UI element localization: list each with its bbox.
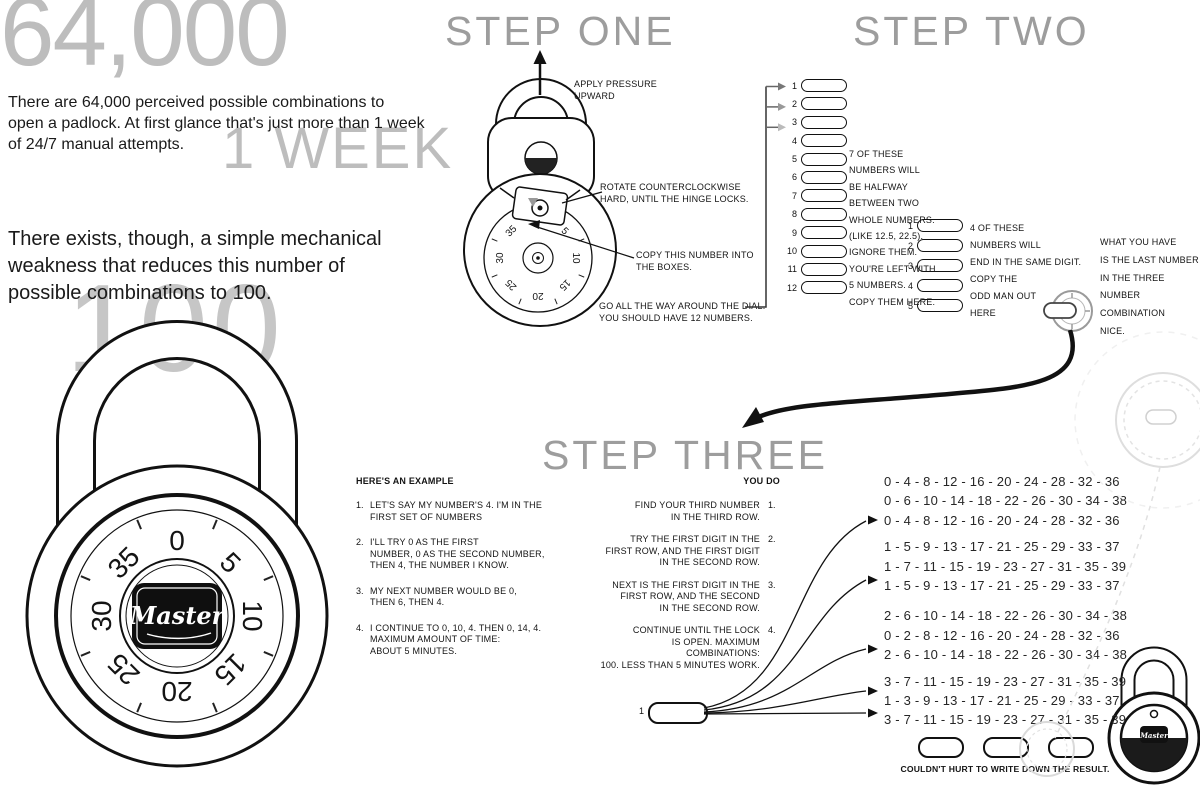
write-in-box — [801, 244, 847, 258]
svg-text:10: 10 — [237, 600, 268, 631]
headline-1-week: 1 WEEK — [222, 116, 454, 181]
you-do-item: FIND YOUR THIRD NUMBER IN THE THIRD ROW.… — [598, 500, 780, 523]
annotation-copy-number: COPY THIS NUMBER INTO THE BOXES. — [636, 250, 754, 272]
example-item: 3. MY NEXT NUMBER WOULD BE 0, THEN 6, TH… — [356, 585, 517, 608]
write-in-box — [801, 115, 847, 129]
number-box-row: 3 — [899, 259, 963, 272]
you-do-item: NEXT IS THE FIRST DIGIT IN THE FIRST ROW… — [612, 579, 776, 613]
sequence-group: 2 - 6 - 10 - 14 - 18 - 22 - 26 - 30 - 34… — [884, 608, 1128, 663]
number-box-row: 4 — [783, 134, 847, 148]
dial-ticks — [80, 519, 274, 713]
svg-text:20: 20 — [161, 676, 192, 707]
number-box-row: 2 — [783, 97, 847, 111]
result-box-3 — [1048, 737, 1094, 758]
example-column: HERE'S AN EXAMPLE 1. LET'S SAY MY NUMBER… — [356, 476, 598, 671]
example-item-text: LET'S SAY MY NUMBER'S 4. I'M IN THE FIRS… — [370, 500, 543, 522]
svg-text:20: 20 — [532, 290, 544, 301]
sequence-group: 1 - 5 - 9 - 13 - 17 - 21 - 25 - 29 - 33 … — [884, 539, 1127, 594]
result-box-2 — [983, 737, 1029, 758]
big-padlock-illustration: 0 5 10 15 20 25 30 35 Master — [25, 320, 329, 768]
number-box-row: 5 — [783, 152, 847, 166]
write-in-box — [801, 134, 847, 148]
annotation-apply-pressure: APPLY PRESSURE UPWARD — [574, 79, 658, 101]
step-two-notes-c: WHAT YOU HAVE IS THE LAST NUMBER IN THE … — [1100, 237, 1199, 336]
write-in-box — [801, 79, 847, 92]
sequence-row: 0 - 6 - 10 - 14 - 18 - 22 - 26 - 30 - 34… — [884, 493, 1128, 509]
svg-text:30: 30 — [86, 600, 117, 631]
annotation-go-around: GO ALL THE WAY AROUND THE DIAL. YOU SHOU… — [599, 301, 766, 323]
number-box-row: 1 — [783, 79, 847, 92]
footer-note: COULDN'T HURT TO WRITE DOWN THE RESULT. — [900, 764, 1110, 774]
box-label: 1 — [791, 80, 797, 91]
example-item-number: 1. — [356, 500, 364, 510]
number-box-row: 1 — [899, 219, 963, 232]
sequence-row: 0 - 4 - 8 - 12 - 16 - 20 - 24 - 28 - 32 … — [884, 512, 1120, 528]
start-number-box — [648, 702, 708, 724]
number-box-row: 9 — [783, 226, 847, 240]
number-box-row: 4 — [899, 279, 963, 292]
write-in-box — [917, 259, 963, 272]
step-one-title: STEP ONE — [445, 8, 676, 54]
number-box-row: 11 — [783, 262, 847, 276]
you-do-item: TRY THE FIRST DIGIT IN THE FIRST ROW, AN… — [605, 534, 776, 567]
annotation-rotate: ROTATE COUNTERCLOCKWISE HARD, UNTIL THE … — [600, 182, 749, 204]
write-in-box — [801, 152, 847, 166]
start-box-label: 1 — [638, 706, 644, 716]
write-in-box — [917, 279, 963, 292]
combination-table: 0 - 4 - 8 - 12 - 16 - 20 - 24 - 28 - 32 … — [884, 472, 1127, 730]
boxes-connector — [745, 82, 786, 308]
svg-text:10: 10 — [570, 252, 581, 264]
example-item: 4. I CONTINUE TO 0, 10, 4. THEN 0, 14, 4… — [356, 622, 542, 656]
number-box-row: 7 — [783, 189, 847, 203]
example-heading: HERE'S AN EXAMPLE — [356, 476, 454, 486]
master-brand-text: Master — [129, 601, 227, 630]
number-box-row: 10 — [783, 244, 847, 258]
hinge-marker-triangle — [528, 198, 538, 207]
step-two-notes-a: 7 OF THESE NUMBERS WILL BE HALFWAY BETWE… — [849, 149, 936, 307]
result-box-1 — [918, 737, 964, 758]
write-in-box — [917, 239, 963, 252]
headline-64000: 64,000 — [0, 0, 290, 86]
you-do-item-text: FIND YOUR THIRD NUMBER IN THE THIRD ROW. — [634, 500, 760, 522]
step-one-hinge-mechanism — [499, 186, 581, 226]
you-do-heading: YOU DO — [743, 476, 780, 486]
twelve-number-boxes: 1 2 3 4 5 6 7 8 9 10 11 12 — [783, 79, 847, 295]
sequence-group: 3 - 7 - 11 - 15 - 19 - 23 - 27 - 31 - 35… — [884, 673, 1127, 728]
write-in-box — [801, 207, 847, 221]
example-item: 2. I'LL TRY 0 AS THE FIRST NUMBER, 0 AS … — [356, 537, 545, 570]
step-two-notes-b: 4 OF THESE NUMBERS WILL END IN THE SAME … — [970, 223, 1082, 318]
write-in-box — [801, 170, 847, 184]
svg-text:0: 0 — [169, 525, 185, 556]
big-curved-arrow — [742, 329, 1075, 428]
number-box-row: 3 — [783, 115, 847, 129]
number-box-row: 6 — [783, 170, 847, 184]
number-box-row: 2 — [899, 239, 963, 252]
write-in-box — [801, 189, 847, 203]
number-box-row: 12 — [783, 281, 847, 295]
svg-text:30: 30 — [495, 252, 506, 264]
step-two-title: STEP TWO — [853, 8, 1090, 54]
number-box-row: 8 — [783, 207, 847, 221]
write-in-box — [917, 299, 963, 312]
intro-paragraph-2: There exists, though, a simple mechanica… — [8, 228, 382, 304]
you-do-item: CONTINUE UNTIL THE LOCK IS OPEN. MAXIMUM… — [600, 625, 776, 670]
sequence-row: 0 - 4 - 8 - 12 - 16 - 20 - 24 - 28 - 32 … — [884, 474, 1120, 489]
big-lock-shackle — [56, 320, 298, 566]
small-master-brand-text: Master — [1139, 731, 1169, 740]
you-do-column: YOU DO FIND YOUR THIRD NUMBER IN THE THI… — [598, 476, 780, 682]
write-in-box — [801, 97, 847, 111]
step-three-title: STEP THREE — [542, 432, 828, 478]
example-item: 1. LET'S SAY MY NUMBER'S 4. I'M IN THE F… — [356, 500, 598, 523]
sequence-group: 0 - 4 - 8 - 12 - 16 - 20 - 24 - 28 - 32 … — [884, 472, 1127, 530]
you-do-item-number: 1. — [768, 500, 776, 510]
intro-paragraph-1: There are 64,000 perceived possible comb… — [8, 94, 425, 153]
five-number-boxes: 1 2 3 4 5 — [899, 219, 963, 312]
number-box-row: 5 — [899, 299, 963, 312]
write-in-box — [917, 219, 963, 232]
write-in-box — [801, 262, 847, 276]
write-in-box — [801, 281, 847, 295]
fan-arrowheads — [868, 515, 878, 718]
master-logo: Master — [129, 583, 227, 649]
write-in-box — [801, 226, 847, 240]
